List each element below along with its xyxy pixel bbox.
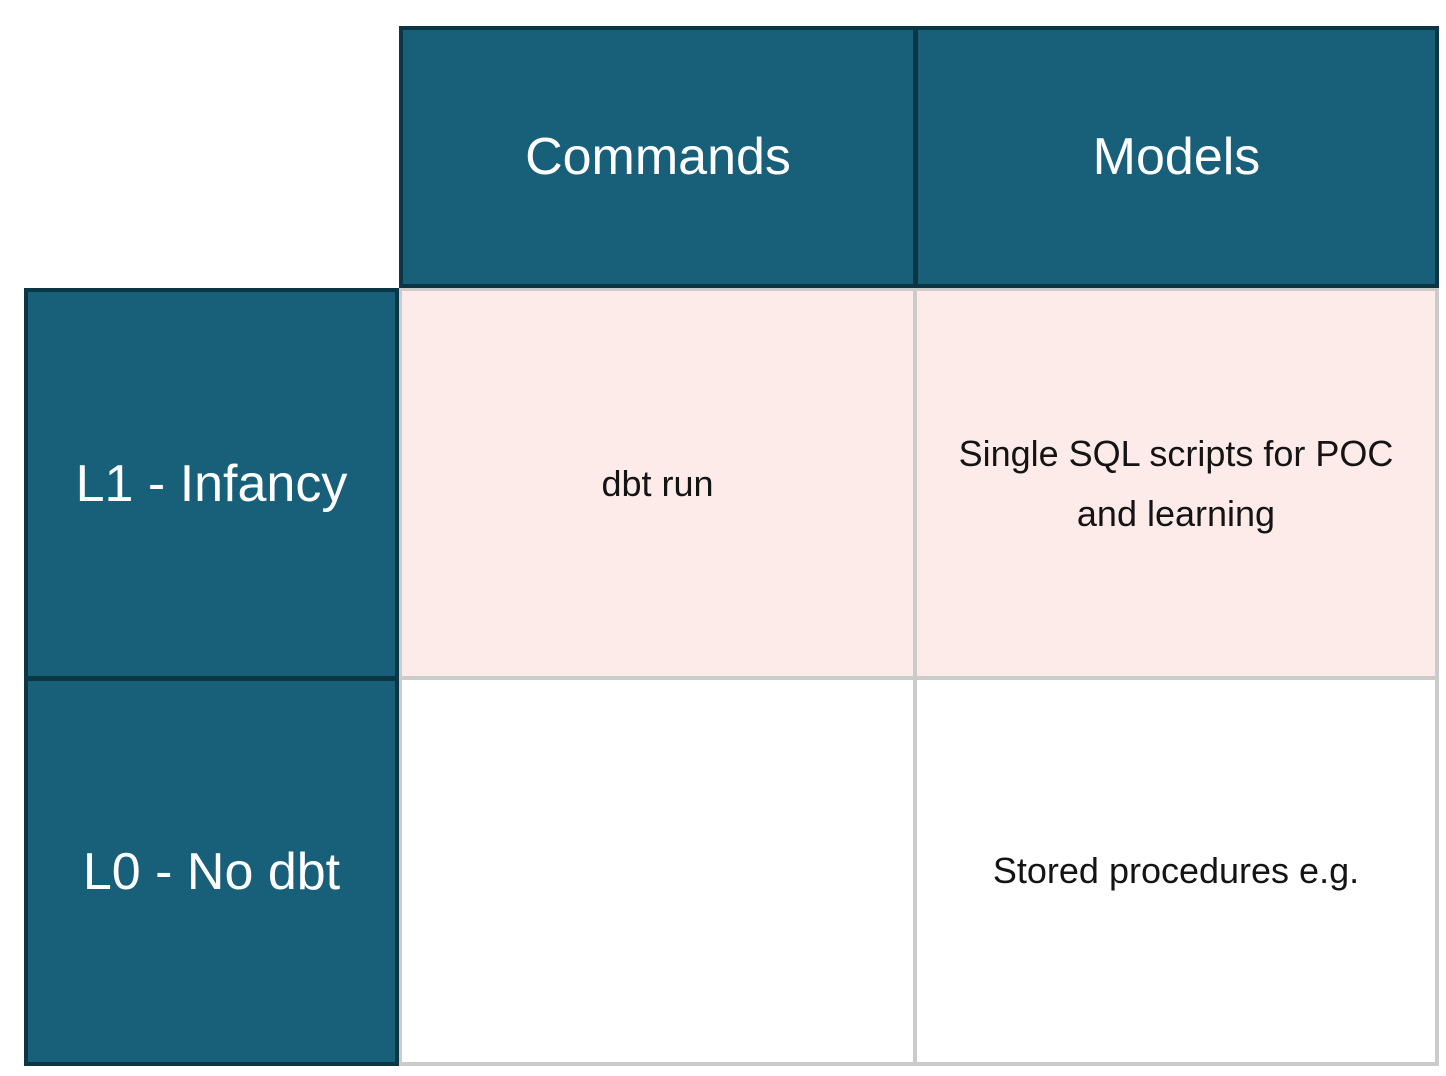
column-header-label: Commands (525, 128, 791, 186)
cell-text: dbt run (601, 462, 714, 504)
column-header-commands: Commands (399, 26, 915, 288)
row-header-l0-no-dbt: L0 - No dbt (24, 678, 399, 1066)
row-header-label: L1 - Infancy (75, 455, 348, 513)
cell-l1-models: Single SQL scripts for POC and learning (915, 288, 1439, 678)
column-header-label: Models (1092, 128, 1261, 186)
row-header-l1-infancy: L1 - Infancy (24, 288, 399, 678)
cell-l0-models: Stored procedures e.g. (915, 678, 1439, 1066)
corner-cell (24, 26, 399, 288)
cell-l1-commands: dbt run (399, 288, 915, 678)
cell-l0-commands (399, 678, 915, 1066)
maturity-matrix-table: Commands Models L1 - Infancy dbt run Sin… (24, 26, 1439, 1066)
cell-text: Stored procedures e.g. (992, 850, 1360, 892)
row-header-label: L0 - No dbt (82, 842, 341, 901)
column-header-models: Models (915, 26, 1439, 288)
cell-text: Single SQL scripts for POC and learning (958, 433, 1394, 534)
